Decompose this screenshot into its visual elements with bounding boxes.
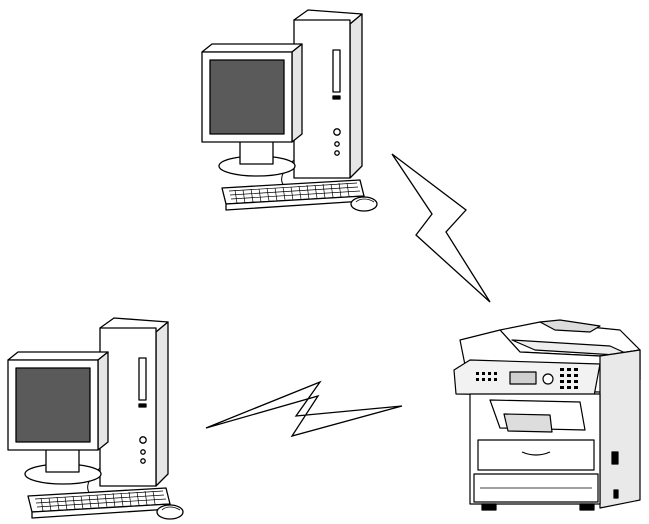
computer-top	[201, 9, 378, 212]
desktop-computer-icon	[7, 317, 184, 520]
computer-bottom-left	[7, 317, 184, 520]
wireless-link-top	[391, 153, 491, 303]
printer-icon	[453, 319, 641, 511]
printer	[453, 319, 641, 511]
lightning-bolt-icon	[205, 380, 403, 438]
lightning-bolt-icon	[391, 153, 491, 303]
desktop-computer-icon	[201, 9, 378, 212]
wireless-link-bottom	[205, 380, 403, 438]
